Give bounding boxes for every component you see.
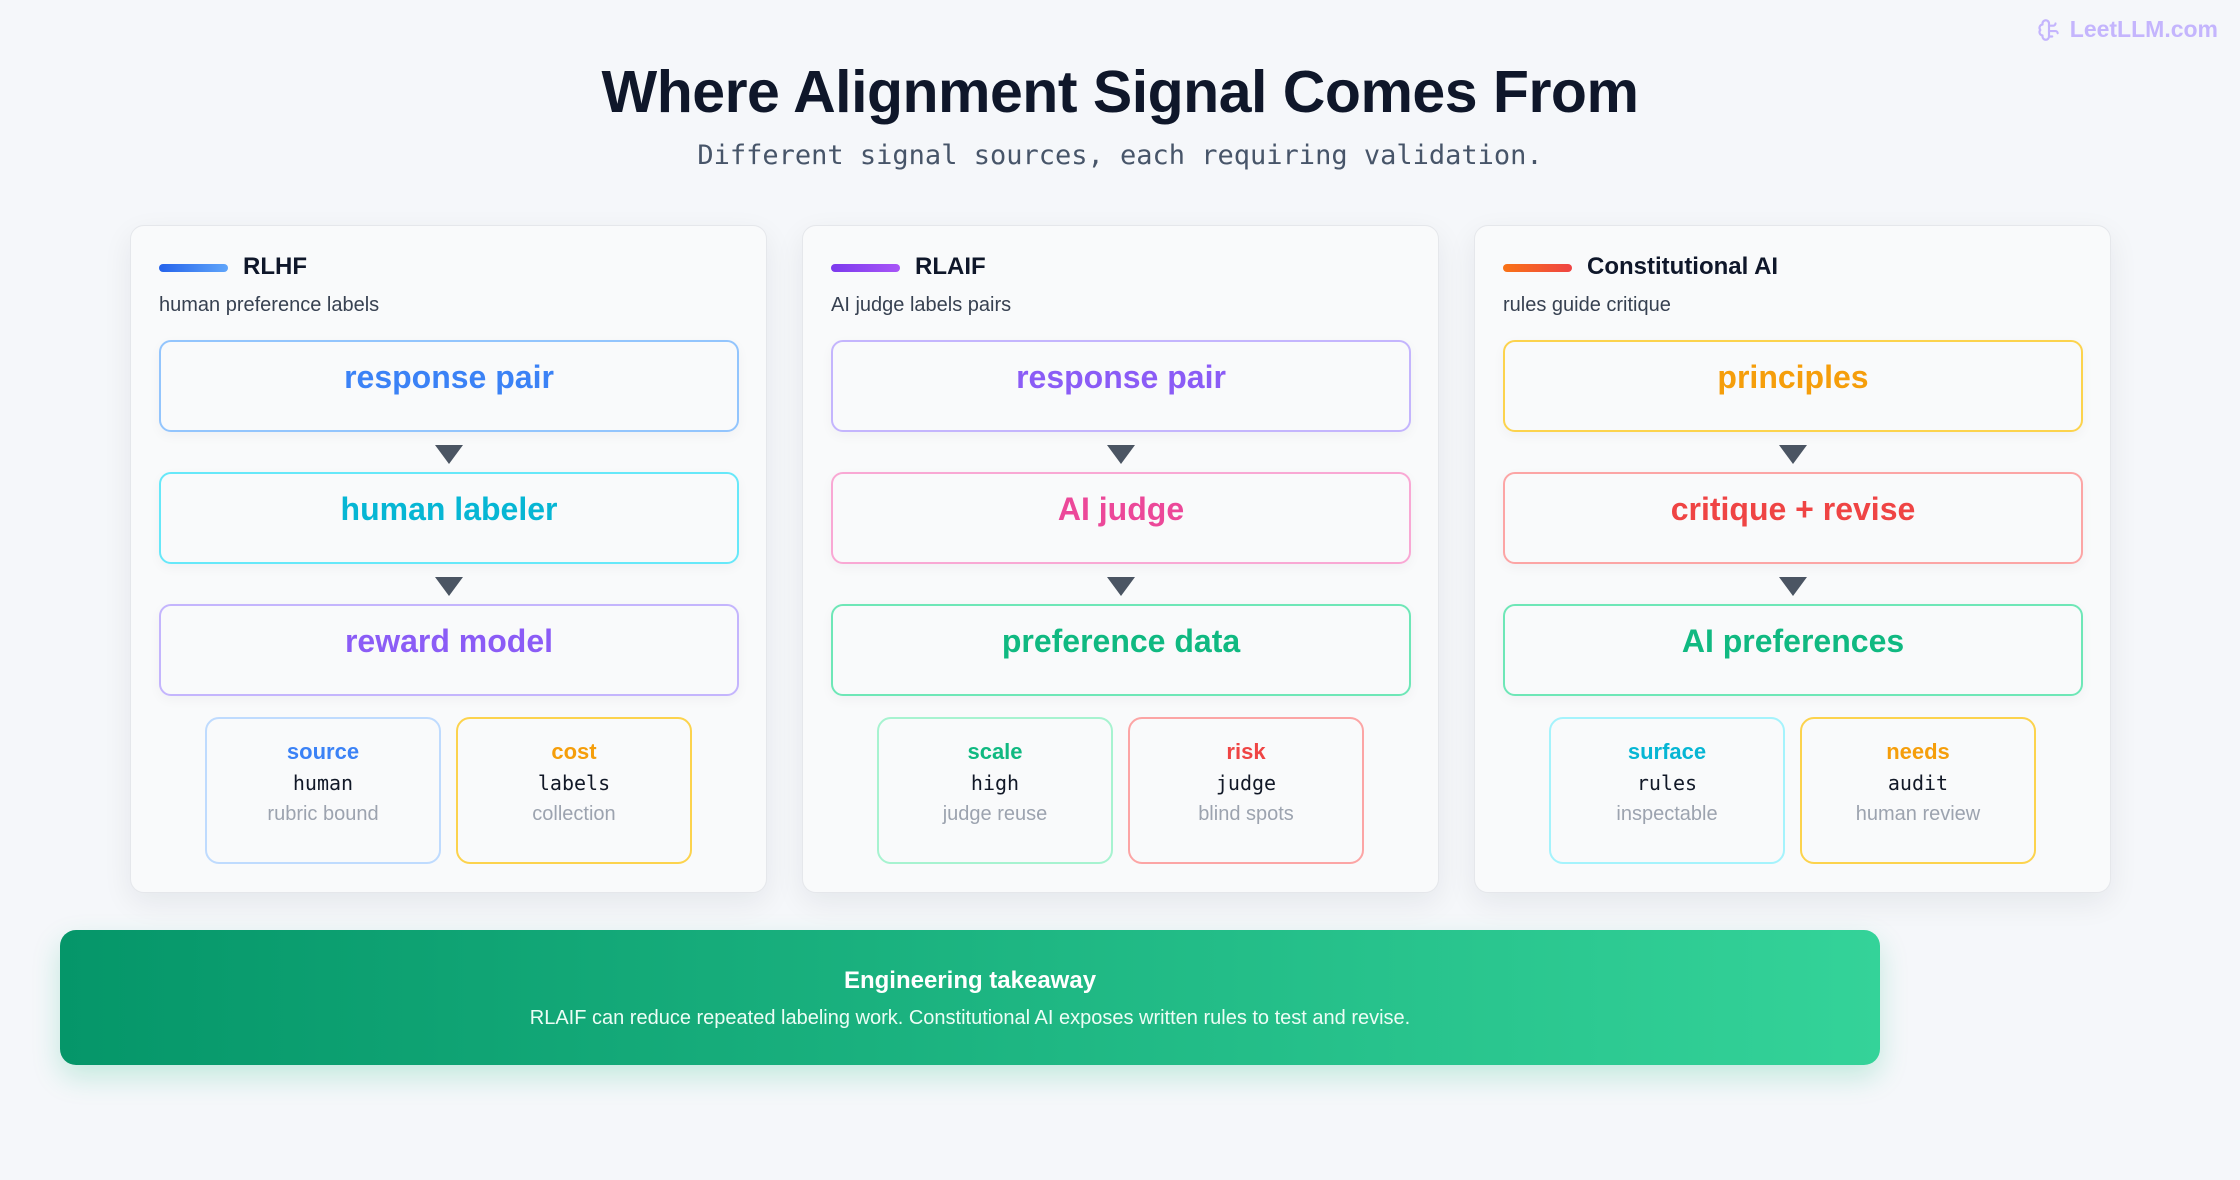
- chip-note: rubric bound: [267, 803, 379, 825]
- panel-subtitle: AI judge labels pairs: [831, 294, 1012, 316]
- flow-step: AI preferences: [1503, 604, 2083, 696]
- takeaway-title: Engineering takeaway: [843, 967, 1097, 994]
- arrow-down-icon: [1107, 445, 1135, 464]
- info-chip: risk judge blind spots: [1128, 717, 1364, 864]
- flow-step: reward model: [159, 604, 739, 696]
- chip-note: judge reuse: [942, 803, 1048, 825]
- chip-value: high: [970, 771, 1020, 795]
- chip-note: collection: [532, 803, 616, 825]
- panel-accent-bar: [1503, 264, 1572, 272]
- chip-value: labels: [537, 771, 611, 795]
- info-chip: cost labels collection: [456, 717, 692, 864]
- chip-label: scale: [967, 739, 1023, 764]
- page-title: Where Alignment Signal Comes From: [601, 59, 1639, 125]
- info-chip: source human rubric bound: [205, 717, 441, 864]
- chip-value: judge: [1215, 771, 1277, 795]
- brain-icon: [2038, 18, 2059, 41]
- arrow-down-icon: [435, 577, 463, 596]
- flow-step: response pair: [831, 340, 1411, 432]
- chip-value: audit: [1887, 771, 1949, 795]
- brand-text: LeetLLM.com: [2069, 16, 2218, 42]
- arrow-down-icon: [1107, 577, 1135, 596]
- flow-step: AI judge: [831, 472, 1411, 564]
- chip-value: rules: [1636, 771, 1698, 795]
- panel-title: RLAIF: [915, 253, 986, 280]
- panel-title: Constitutional AI: [1587, 253, 1779, 280]
- panel-accent-bar: [159, 264, 228, 272]
- chip-label: surface: [1627, 739, 1707, 764]
- arrow-down-icon: [435, 445, 463, 464]
- chip-label: source: [286, 739, 360, 764]
- flow-step: human labeler: [159, 472, 739, 564]
- panel-rlaif: RLAIF AI judge labels pairs response pai…: [802, 225, 1439, 893]
- panel-constitutional-ai: Constitutional AI rules guide critique p…: [1474, 225, 2111, 893]
- brand-logo[interactable]: LeetLLM.com: [2036, 16, 2218, 43]
- takeaway-text: RLAIF can reduce repeated labeling work.…: [529, 1007, 1411, 1029]
- panel-title: RLHF: [243, 253, 307, 280]
- info-chip: surface rules inspectable: [1549, 717, 1785, 864]
- info-chip: scale high judge reuse: [877, 717, 1113, 864]
- takeaway-banner: Engineering takeaway RLAIF can reduce re…: [60, 930, 1880, 1065]
- page-subtitle: Different signal sources, each requiring…: [697, 140, 1543, 171]
- arrow-down-icon: [1779, 445, 1807, 464]
- flow-step: critique + revise: [1503, 472, 2083, 564]
- flow-step: response pair: [159, 340, 739, 432]
- flow-step: principles: [1503, 340, 2083, 432]
- chip-note: inspectable: [1616, 803, 1718, 825]
- info-chip: needs audit human review: [1800, 717, 2036, 864]
- chip-label: risk: [1226, 739, 1266, 764]
- chip-note: blind spots: [1198, 803, 1294, 825]
- chip-note: human review: [1855, 803, 1981, 825]
- panel-rlhf: RLHF human preference labels response pa…: [130, 225, 767, 893]
- arrow-down-icon: [1779, 577, 1807, 596]
- chip-label: needs: [1886, 739, 1950, 764]
- chip-value: human: [292, 771, 354, 795]
- flow-step: preference data: [831, 604, 1411, 696]
- panel-subtitle: human preference labels: [159, 294, 380, 316]
- chip-label: cost: [551, 739, 597, 764]
- panel-subtitle: rules guide critique: [1503, 294, 1671, 316]
- panel-accent-bar: [831, 264, 900, 272]
